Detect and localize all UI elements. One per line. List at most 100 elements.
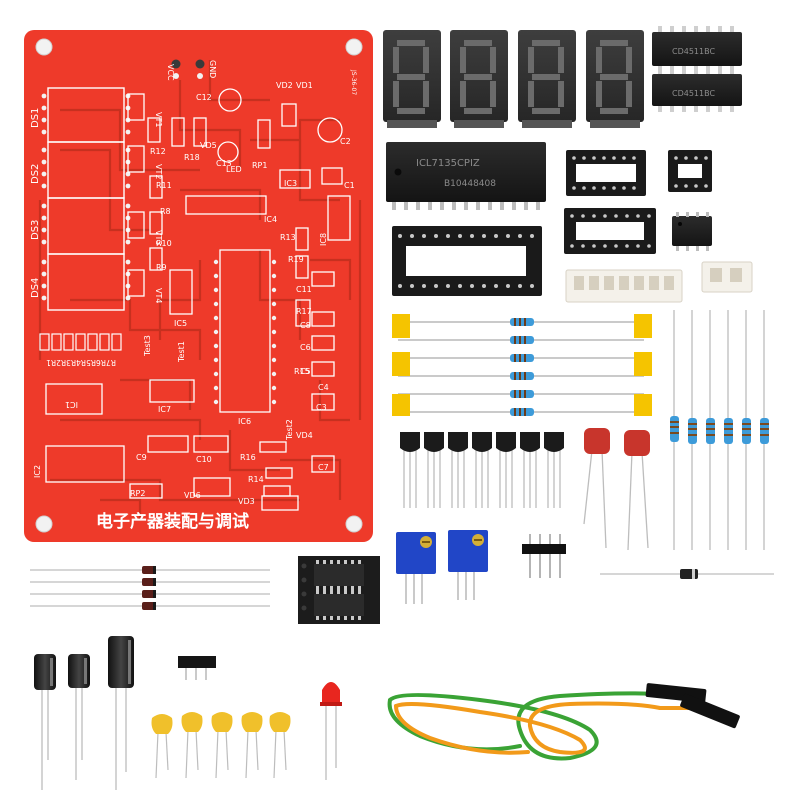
seven-segment-display — [518, 30, 576, 128]
label-vd3: VD3 — [238, 497, 255, 506]
white-connector-8pin — [565, 269, 683, 303]
label-ds3: DS3 — [30, 220, 41, 240]
mounting-holes — [35, 38, 363, 533]
label-c1: C1 — [344, 181, 355, 190]
label-test3: Test3 — [143, 335, 152, 357]
display-labels: DS1 DS2 DS3 DS4 — [30, 108, 41, 298]
label-r13: R13 — [280, 233, 296, 242]
label-vcc: VCC — [166, 64, 175, 81]
red-led — [320, 682, 342, 780]
label-vt3: VT3 — [154, 230, 163, 245]
label-gnd: GND — [208, 60, 217, 78]
label-c12: C12 — [196, 93, 212, 102]
label-c6: C6 — [300, 343, 311, 352]
label-vd2: VD2 — [276, 81, 293, 90]
label-r10: R10 — [156, 239, 172, 248]
dip-chip-cd4511-bottom: CD4511BC — [652, 68, 742, 112]
label-r14: R14 — [248, 475, 264, 484]
pin-header-3 — [178, 656, 216, 680]
label-r17: R17 — [296, 307, 312, 316]
label-r11: R11 — [156, 181, 172, 190]
film-capacitors — [583, 428, 650, 551]
label-c3: C3 — [316, 403, 327, 412]
label-ds2: DS2 — [30, 164, 41, 184]
label-ic2: IC2 — [33, 465, 42, 478]
chip-label-dip-bottom: CD4511BC — [672, 89, 715, 98]
label-r18: R18 — [184, 153, 200, 162]
label-led: LED — [226, 165, 242, 174]
small-8pin-chip — [672, 212, 712, 251]
label-ic1: IC1 — [65, 400, 78, 409]
label-rp2: RP2 — [130, 489, 145, 498]
ic-socket-16pin-2 — [564, 208, 656, 254]
seven-segment-display — [586, 30, 644, 128]
transistors — [400, 432, 564, 508]
pin-header-4 — [522, 534, 566, 578]
label-r16: R16 — [240, 453, 256, 462]
resistor-body — [510, 318, 534, 416]
jumper-wires — [387, 691, 692, 761]
pcb-title: 电子产器装配与调试 — [96, 511, 249, 532]
regulator-footprints — [127, 93, 145, 297]
label-ds4: DS4 — [30, 278, 41, 298]
label-board-code: JS-36-07 — [350, 69, 357, 95]
chip-label-adc-line1: ICL7135CPIZ — [416, 158, 480, 169]
pcb-board: DS1 DS2 DS3 DS4 VT1 VT2 VT3 VT4 VCC GND — [24, 30, 373, 542]
label-ic5: IC5 — [174, 319, 187, 328]
label-c13: C13 — [216, 159, 232, 168]
label-r12: R12 — [150, 147, 166, 156]
label-ic6: IC6 — [238, 417, 251, 426]
label-r8: R8 — [160, 207, 171, 216]
label-vd5: VD5 — [200, 141, 217, 150]
label-c2: C2 — [340, 137, 351, 146]
resistor-array-pads — [39, 333, 122, 351]
label-ic8: IC8 — [319, 233, 328, 246]
capacitor-footprints — [147, 88, 351, 473]
power-header: VCC GND — [166, 59, 217, 81]
label-test1: Test1 — [177, 341, 186, 363]
ic-socket-28pin — [392, 226, 542, 296]
ic6-pin-holes — [213, 259, 277, 405]
chip-label-dip-top: CD4511BC — [672, 47, 715, 56]
label-c11: C11 — [296, 285, 312, 294]
trimmer-potentiometers — [396, 530, 488, 604]
label-ic4: IC4 — [264, 215, 277, 224]
display-footprints — [47, 87, 125, 311]
seven-segment-displays — [383, 30, 644, 128]
label-vt4: VT4 — [154, 288, 163, 303]
resistor-footprints — [129, 117, 311, 511]
adc-chip-icl7135: ICL7135CPIZ B10448408 — [386, 142, 546, 210]
label-rp1: RP1 — [252, 161, 267, 170]
taped-resistor-strip — [392, 314, 652, 416]
ic-socket-8pin — [668, 150, 712, 192]
label-vd4: VD4 — [296, 431, 313, 440]
label-ic3: IC3 — [284, 179, 297, 188]
seven-segment-display — [383, 30, 441, 128]
label-r9: R9 — [156, 263, 167, 272]
glass-diodes — [30, 566, 270, 610]
electrolytic-capacitors — [34, 636, 134, 790]
ceramic-capacitors — [151, 712, 291, 779]
label-vd6: VD6 — [184, 491, 201, 500]
label-c5: C5 — [300, 367, 311, 376]
chip-label-adc-line2: B10448408 — [444, 179, 496, 189]
label-vt2: VT2 — [154, 164, 163, 179]
label-vd1: VD1 — [296, 81, 313, 90]
label-c10: C10 — [196, 455, 212, 464]
white-connector-2pin — [701, 261, 753, 293]
label-ds1: DS1 — [30, 108, 41, 128]
label-c7: C7 — [318, 463, 329, 472]
smd-chips-tape — [298, 556, 380, 624]
diode-horizontal — [600, 569, 774, 579]
label-r19: R19 — [288, 255, 304, 264]
label-c4: C4 — [318, 383, 329, 392]
jumper-connectors — [645, 683, 740, 729]
ic-footprints — [45, 169, 311, 483]
label-vt1: VT1 — [154, 112, 163, 127]
label-c9: C9 — [136, 453, 147, 462]
seven-segment-display — [450, 30, 508, 128]
label-ic7: IC7 — [158, 405, 171, 414]
label-test2: Test2 — [285, 419, 294, 441]
ic-socket-16pin — [566, 150, 646, 196]
